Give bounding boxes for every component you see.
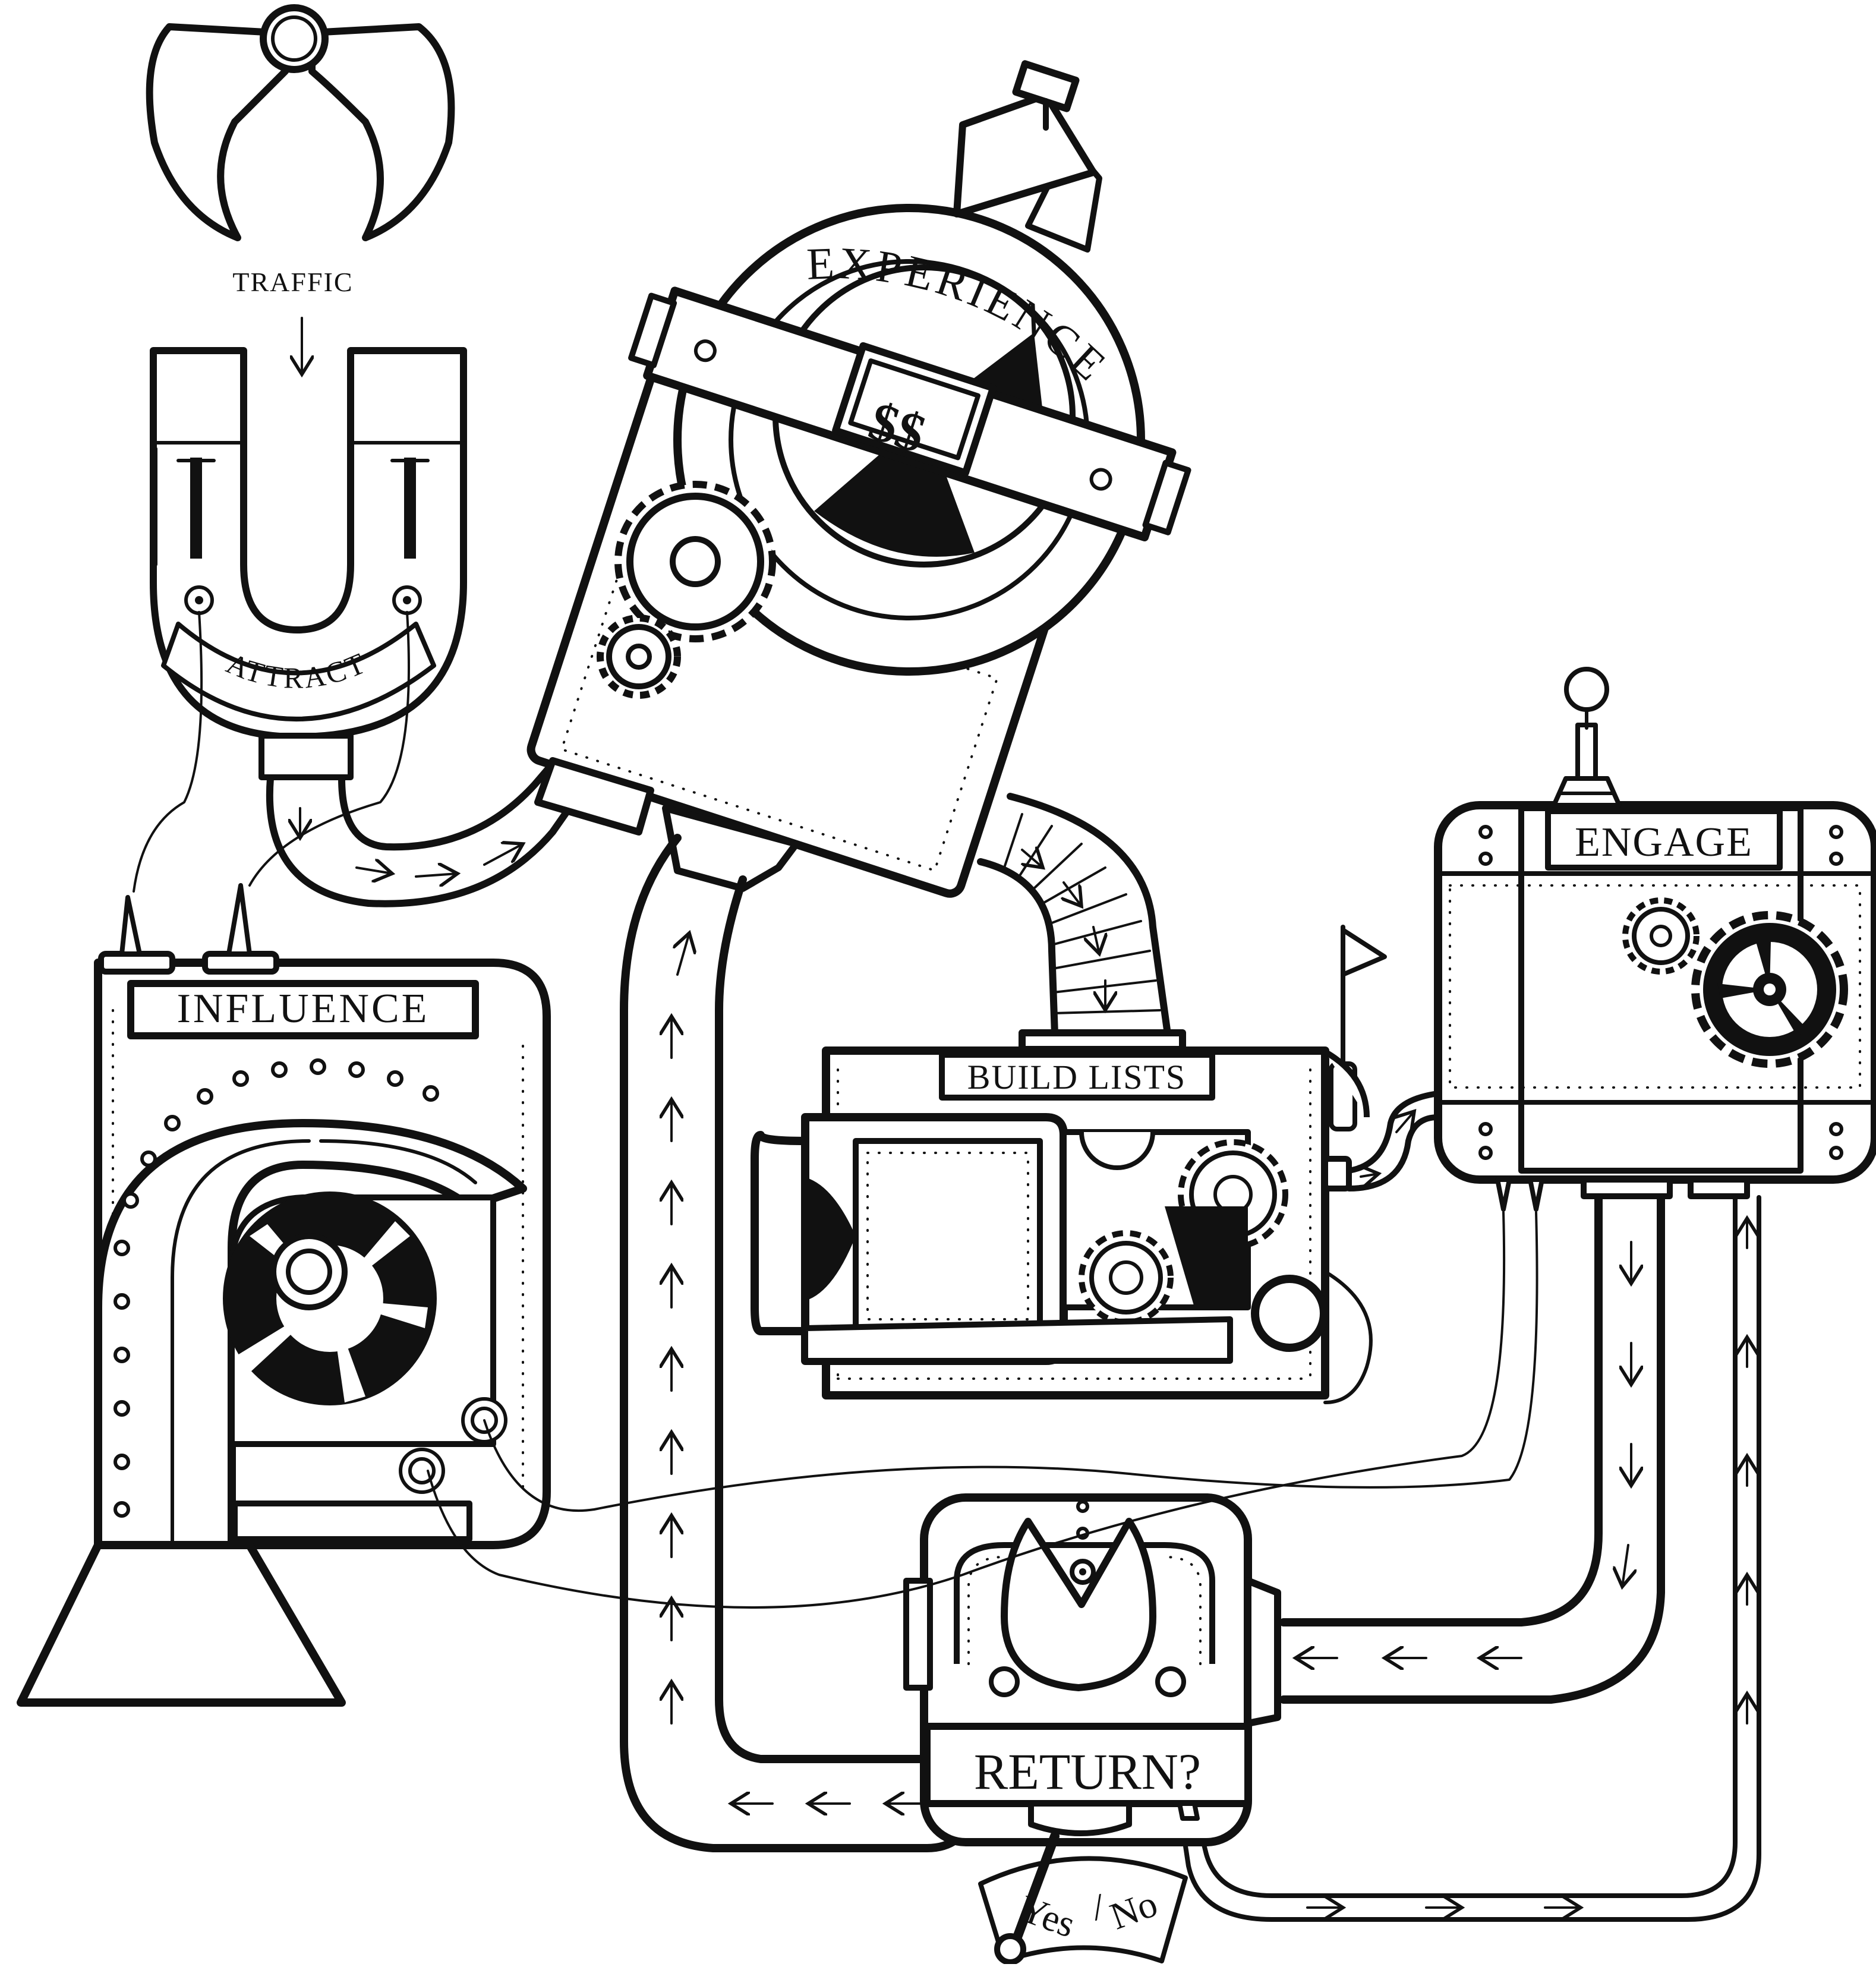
connector-build-to-engage xyxy=(1322,1090,1441,1191)
experience-gear-small xyxy=(597,614,681,699)
traffic-label: TRAFFIC xyxy=(232,267,353,297)
tube-attract-to-experience xyxy=(266,739,598,907)
magnet-attract xyxy=(150,347,467,780)
build-lists-label: BUILD LISTS xyxy=(967,1058,1186,1096)
experience-nozzle-left xyxy=(534,757,654,836)
engage-machine xyxy=(1434,667,1876,1212)
influence-label: INFLUENCE xyxy=(177,986,430,1032)
tube-engage-to-return xyxy=(1279,1193,1665,1704)
build-lists-machine xyxy=(751,925,1387,1404)
main-return-tube xyxy=(620,834,979,1852)
experience-nozzle-right xyxy=(662,805,800,892)
engage-gear-large xyxy=(1691,911,1848,1068)
return-machine xyxy=(903,1493,1281,1846)
build-gear-small xyxy=(1079,1230,1174,1325)
experience-machine: $$ xyxy=(526,60,1191,898)
engage-gear-small xyxy=(1622,897,1700,975)
engage-joystick xyxy=(1552,667,1622,808)
yes-no-switch[interactable] xyxy=(978,1832,1188,1965)
signal-wires xyxy=(427,1211,1538,1609)
return-label: RETURN? xyxy=(974,1743,1201,1800)
magnet-wires xyxy=(133,611,410,893)
tube-return-to-engage xyxy=(1177,1195,1761,1922)
influence-machine xyxy=(17,883,551,1707)
experience-gear-large xyxy=(614,481,776,642)
engage-label: ENGAGE xyxy=(1575,819,1753,865)
claw-grabber xyxy=(146,4,455,241)
segmented-tube xyxy=(977,793,1186,1053)
